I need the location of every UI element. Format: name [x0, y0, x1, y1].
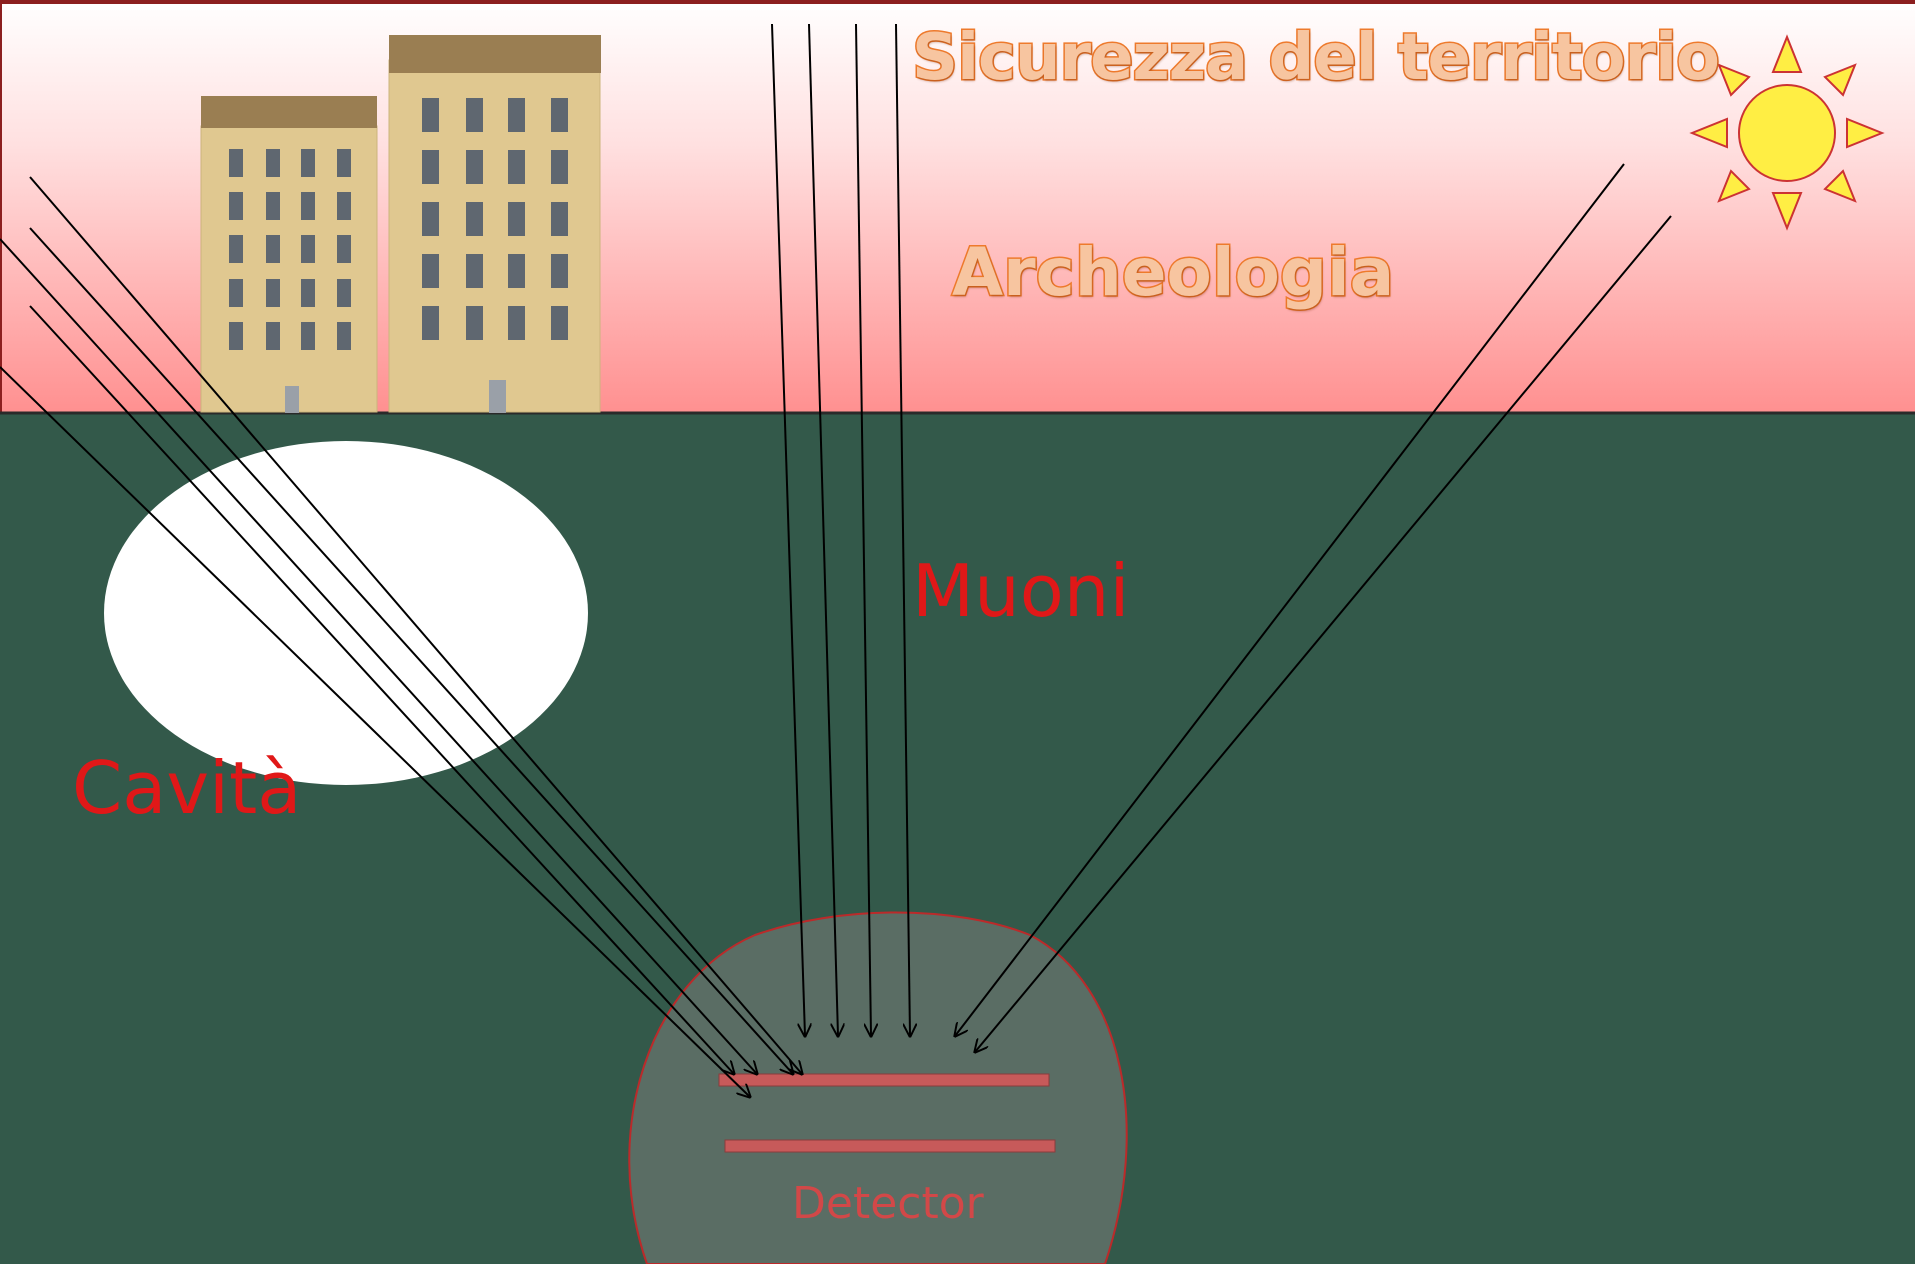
- muon-track: [771, 23, 805, 1036]
- muon-track: [29, 227, 793, 1074]
- label-detector: Detector: [792, 1178, 984, 1229]
- muon-track: [895, 23, 910, 1036]
- cavity-ellipse: [104, 441, 588, 785]
- muon-track: [29, 176, 802, 1074]
- building-small-door: [285, 386, 299, 413]
- building-tall-windows: [422, 98, 568, 340]
- detector-plate-bottom: [724, 1139, 1056, 1153]
- detector-plate-top: [718, 1073, 1050, 1087]
- muon-track: [855, 23, 871, 1036]
- sun-icon: [1689, 34, 1885, 231]
- label-muoni: Muoni: [912, 549, 1130, 633]
- building-tall-door: [489, 380, 506, 413]
- title-sicurezza-del-territorio: Sicurezza del territorio: [911, 21, 1722, 95]
- building-tall-icon: [388, 35, 601, 413]
- label-cavita: Cavità: [72, 746, 302, 830]
- title-archeologia: Archeologia: [950, 234, 1395, 311]
- muon-track: [975, 215, 1672, 1052]
- muon-track: [29, 305, 734, 1074]
- muon-track: [0, 366, 750, 1097]
- muon-track: [0, 238, 757, 1074]
- muon-tracks: [0, 23, 1672, 1097]
- muon-track: [808, 23, 838, 1036]
- building-small-icon: [200, 96, 378, 413]
- detector-dome: [628, 911, 1128, 1264]
- muon-track: [955, 163, 1625, 1036]
- building-small-windows: [229, 149, 351, 350]
